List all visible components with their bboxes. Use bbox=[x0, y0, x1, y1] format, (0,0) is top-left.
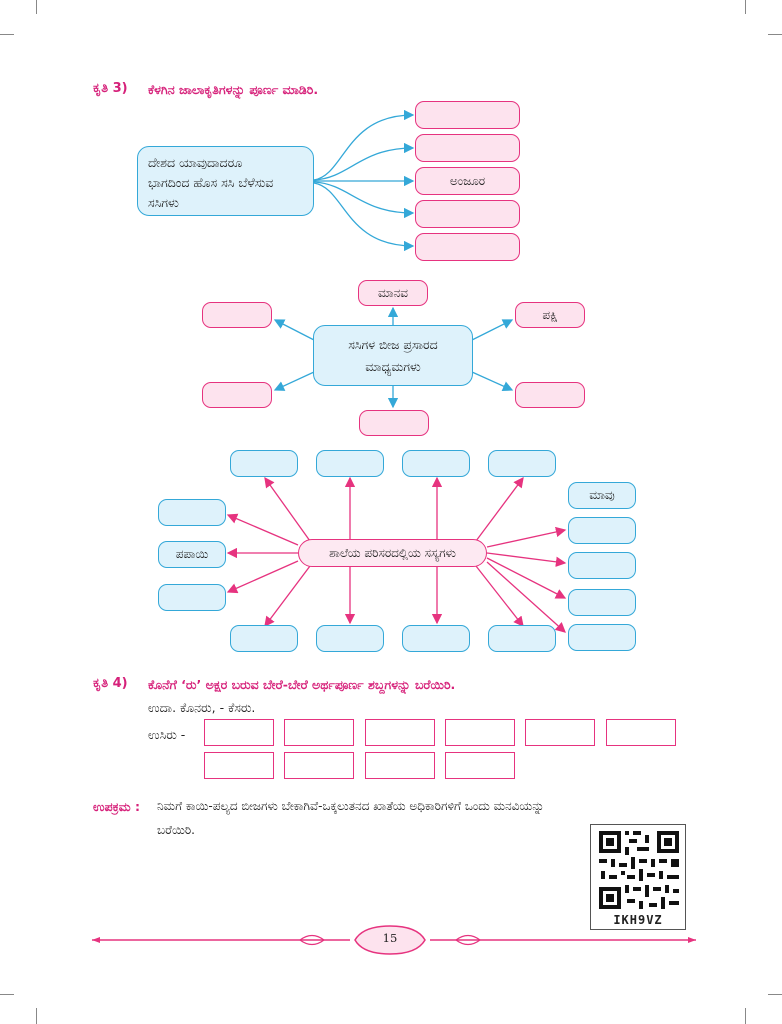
word-answer-box[interactable] bbox=[204, 719, 274, 746]
arrow-line bbox=[313, 142, 415, 181]
crop-mark bbox=[0, 34, 14, 35]
diagram2-center-line: ಸಸಿಗಳ ಬೀಜ ಪ್ರಸಾರದ bbox=[348, 336, 438, 352]
diagram1-source-box: ದೇಶದ ಯಾವುದಾದರೂ ಭಾಗದಿಂದ ಹೊಸ ಸಸಿ ಬೆಳೆಸುವ ಸ… bbox=[137, 146, 314, 216]
crop-mark bbox=[745, 1008, 746, 1024]
crop-mark bbox=[36, 1008, 37, 1024]
word-answer-box[interactable] bbox=[445, 752, 515, 779]
arrow-line bbox=[486, 526, 567, 548]
task4-instruction: ಕೊನೆಗೆ ‘ರು’ ಅಕ್ಷರ ಬರುವ ಬೇರೆ-ಬೇರೆ ಅರ್ಥಪೂರ… bbox=[148, 677, 456, 692]
arrow-line bbox=[486, 561, 566, 633]
arrow-line bbox=[313, 109, 415, 181]
answer-box[interactable] bbox=[202, 382, 272, 408]
crop-mark bbox=[745, 0, 746, 14]
arrow-line bbox=[471, 371, 514, 392]
arrow-line bbox=[475, 565, 524, 628]
answer-box[interactable] bbox=[568, 552, 636, 579]
answer-box[interactable] bbox=[316, 450, 384, 477]
qr-code-block[interactable]: IKH9VZ bbox=[590, 824, 686, 930]
arrow-line bbox=[226, 513, 299, 546]
diagram2-center-line: ಮಾಧ್ಯಮಗಳು bbox=[365, 358, 421, 374]
arrow-line bbox=[273, 319, 315, 341]
filled-box: ಮಾನವ bbox=[358, 280, 428, 306]
activity-line: ನಿಮಗೆ ಕಾಯಿ-ಪಲ್ಯದ ಬೀಜಗಳು ಬೇಕಾಗಿವೆ-ಒಕ್ಕಲುತ… bbox=[157, 799, 545, 813]
answer-box[interactable] bbox=[402, 625, 470, 652]
answer-box[interactable] bbox=[415, 101, 520, 129]
arrow-line bbox=[226, 560, 299, 594]
answer-box[interactable] bbox=[415, 134, 520, 162]
word-answer-box[interactable] bbox=[606, 719, 676, 746]
word-answer-box[interactable] bbox=[365, 752, 435, 779]
answer-box[interactable] bbox=[230, 450, 298, 477]
arrow-line bbox=[486, 557, 567, 599]
answer-box[interactable] bbox=[202, 302, 272, 328]
word-answer-box[interactable] bbox=[445, 719, 515, 746]
answer-box[interactable] bbox=[415, 233, 520, 261]
qr-code-icon bbox=[599, 831, 679, 909]
word-answer-box[interactable] bbox=[365, 719, 435, 746]
word-answer-box[interactable] bbox=[525, 719, 595, 746]
answer-box[interactable] bbox=[230, 625, 298, 652]
activity-line: ಬರೆಯಿರಿ. bbox=[157, 823, 195, 837]
filled-box: ಪಪಾಯಿ bbox=[158, 541, 226, 568]
crop-mark bbox=[768, 34, 782, 35]
filled-box: ಅಂಜೂರ bbox=[415, 167, 520, 195]
diagram1-source-line: ಭಾಗದಿಂದ ಹೊಸ ಸಸಿ ಬೆಳೆಸುವ bbox=[148, 175, 274, 190]
crop-mark bbox=[36, 0, 37, 14]
answer-box[interactable] bbox=[515, 382, 585, 408]
task4-example: ಉದಾ. ಕೊನರು, - ಕೆಸರು. bbox=[148, 700, 256, 715]
task4-label: ಕೃತಿ 4) bbox=[93, 676, 128, 691]
filled-box: ಪಕ್ಷಿ bbox=[515, 302, 585, 328]
arrow-line bbox=[313, 182, 415, 252]
answer-box[interactable] bbox=[568, 589, 636, 616]
answer-box[interactable] bbox=[359, 410, 429, 436]
arrow-line bbox=[486, 552, 567, 568]
answer-box[interactable] bbox=[488, 450, 556, 477]
footer-ornament bbox=[92, 925, 696, 955]
qr-code-text: IKH9VZ bbox=[613, 913, 663, 927]
task3-label: ಕೃತಿ 3) bbox=[93, 81, 128, 96]
arrow-line bbox=[313, 181, 415, 219]
crop-mark bbox=[0, 994, 14, 995]
answer-box[interactable] bbox=[158, 499, 226, 526]
diagram3-center-box: ಶಾಲೆಯ ಪರಿಸರದಲ್ಲಿಯ ಸಸ್ಯಗಳು bbox=[298, 539, 487, 567]
arrow-line bbox=[264, 476, 311, 542]
word-answer-box[interactable] bbox=[284, 752, 354, 779]
diagram1-source-line: ಸಸಿಗಳು bbox=[148, 195, 179, 210]
arrow-line bbox=[273, 371, 315, 391]
answer-box[interactable] bbox=[402, 450, 470, 477]
diagram1-source-line: ದೇಶದ ಯಾವುದಾದರೂ bbox=[148, 155, 243, 170]
page-number: 15 bbox=[382, 931, 398, 945]
answer-box[interactable] bbox=[415, 200, 520, 228]
answer-box[interactable] bbox=[316, 625, 384, 652]
word-answer-box[interactable] bbox=[204, 752, 274, 779]
answer-box[interactable] bbox=[158, 584, 226, 611]
answer-box[interactable] bbox=[568, 517, 636, 544]
arrow-line bbox=[475, 476, 524, 542]
answer-box[interactable] bbox=[488, 625, 556, 652]
word-answer-box[interactable] bbox=[284, 719, 354, 746]
arrow-line bbox=[471, 319, 514, 341]
task4-word: ಉಸಿರು - bbox=[148, 727, 186, 742]
filled-box: ಮಾವು bbox=[568, 482, 636, 509]
arrow-line bbox=[264, 565, 311, 628]
crop-mark bbox=[768, 994, 782, 995]
diagram2-center-box: ಸಸಿಗಳ ಬೀಜ ಪ್ರಸಾರದ ಮಾಧ್ಯಮಗಳು bbox=[313, 325, 473, 386]
task3-instruction: ಕೆಳಗಿನ ಜಾಲಾಕೃತಿಗಳನ್ನು ಪೂರ್ಣ ಮಾಡಿರಿ. bbox=[148, 82, 319, 97]
answer-box[interactable] bbox=[568, 624, 636, 651]
activity-label: ಉಪಕ್ರಮ : bbox=[93, 799, 140, 814]
